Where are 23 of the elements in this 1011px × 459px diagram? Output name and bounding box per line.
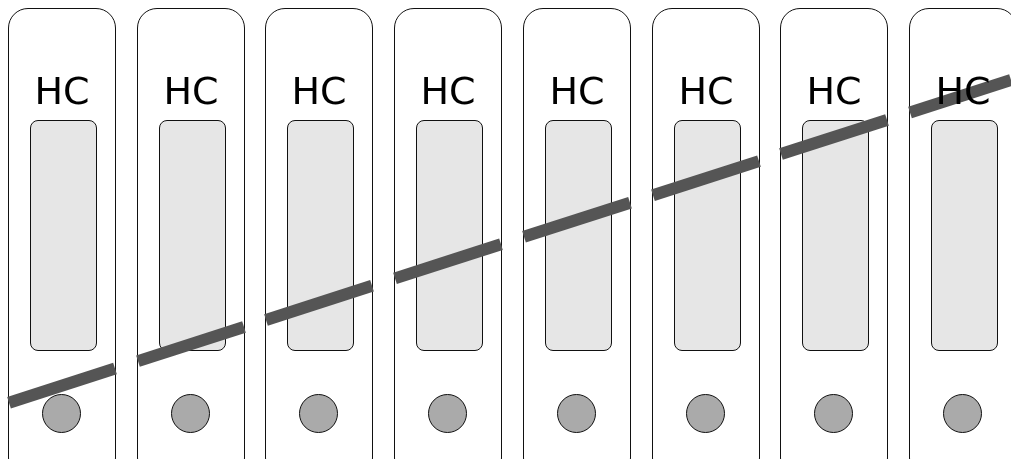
module-panel <box>8 8 116 459</box>
slot-window <box>931 120 998 351</box>
panel-label: HC <box>549 69 605 113</box>
module-panel <box>394 8 502 459</box>
panel-label: HC <box>678 69 734 113</box>
module-panel <box>265 8 373 459</box>
slot-window <box>30 120 97 351</box>
slot-window <box>416 120 483 351</box>
module-panel <box>652 8 760 459</box>
slot-window <box>674 120 741 351</box>
slot-window <box>159 120 226 351</box>
slot-window <box>545 120 612 351</box>
module-panel <box>523 8 631 459</box>
slot-window <box>802 120 869 351</box>
panel-label: HC <box>420 69 476 113</box>
panel-label: HC <box>291 69 347 113</box>
panel-label: HC <box>34 69 90 113</box>
module-panel <box>137 8 245 459</box>
module-panel <box>780 8 888 459</box>
panel-label: HC <box>163 69 219 113</box>
slot-window <box>287 120 354 351</box>
module-panel <box>909 8 1011 459</box>
panel-label: HC <box>806 69 862 113</box>
